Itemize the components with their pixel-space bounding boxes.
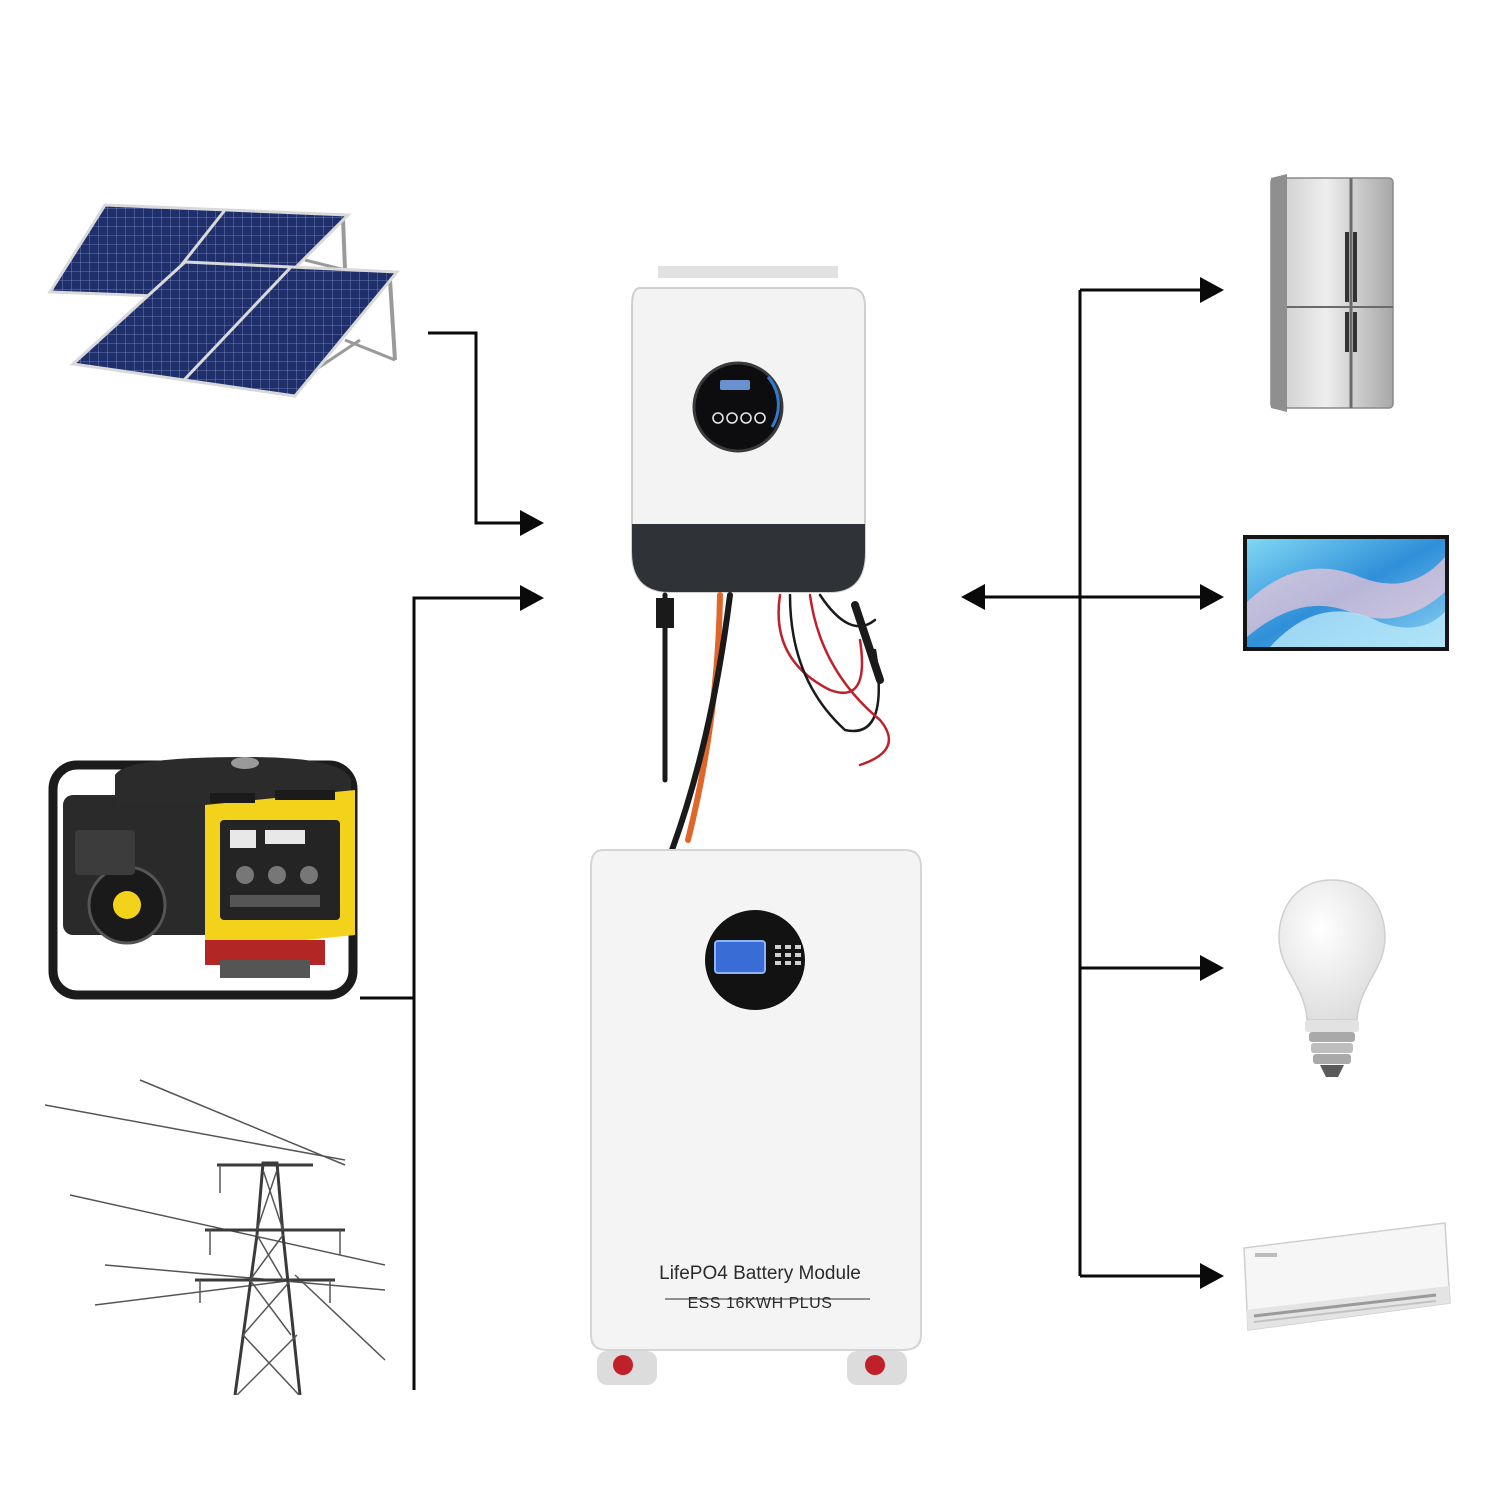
arrow-to-television <box>1200 584 1224 610</box>
light-bulb-icon <box>1275 875 1390 1080</box>
solar-panels-icon <box>45 200 405 400</box>
diesel-generator-icon <box>45 735 365 1005</box>
cables-icon <box>620 580 910 860</box>
arrow-solar-to-inverter <box>520 510 544 536</box>
arrow-to-refrigerator <box>1200 277 1224 303</box>
generator-grid-to-inverter-line <box>360 598 520 998</box>
arrow-to-bulb <box>1200 955 1224 981</box>
solar-to-inverter-line <box>428 333 520 523</box>
arrow-to-ac <box>1200 1263 1224 1289</box>
power-grid-tower-icon <box>45 1075 395 1395</box>
refrigerator-icon <box>1265 172 1405 420</box>
television-icon <box>1240 532 1452 654</box>
air-conditioner-icon <box>1240 1218 1455 1338</box>
battery-title: LifePO4 Battery Module <box>630 1263 890 1285</box>
battery-model: ESS 16KWH PLUS <box>630 1295 890 1313</box>
hybrid-inverter-icon <box>620 262 880 602</box>
arrow-generator-to-inverter <box>520 585 544 611</box>
arrow-to-inverter-from-loads <box>961 584 985 610</box>
